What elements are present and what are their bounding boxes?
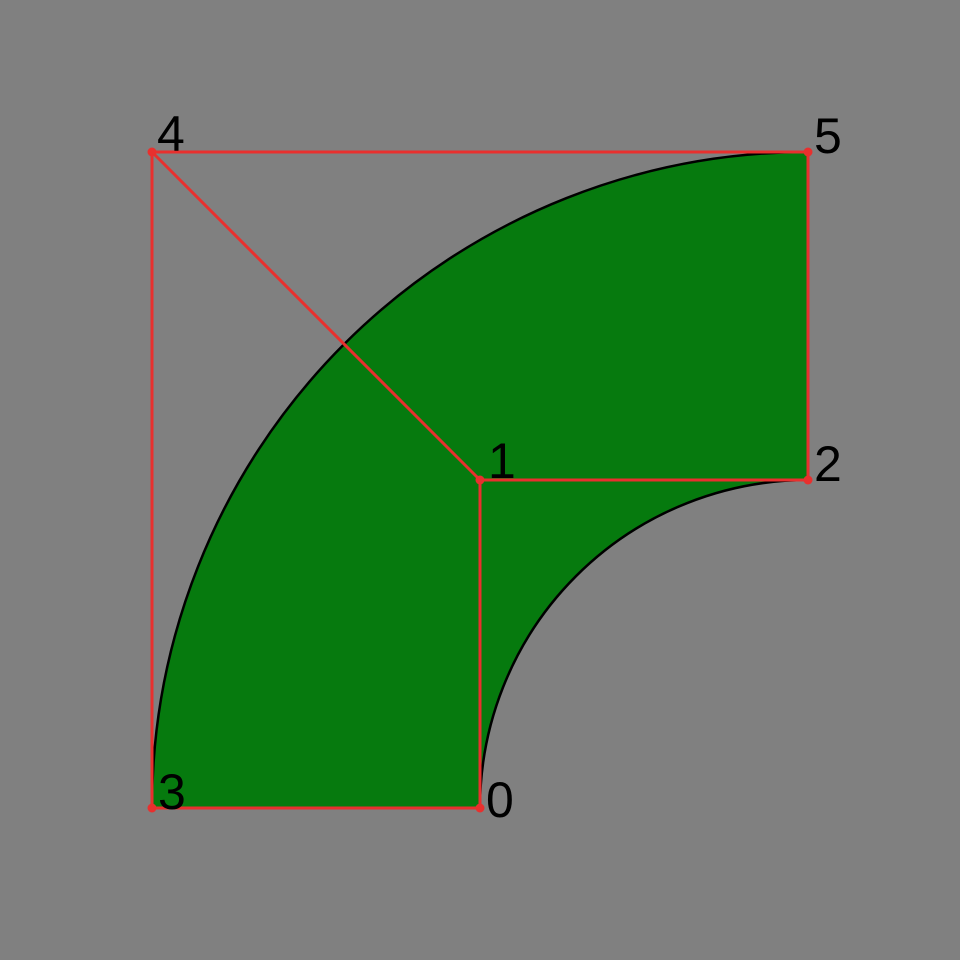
vertex-points	[147, 147, 813, 813]
vertex-label-1: 1	[488, 433, 516, 489]
vertex-point-4	[147, 147, 157, 157]
vertex-label-2: 2	[814, 436, 842, 492]
vertex-labels: 0 1 2 3 4 5	[157, 106, 842, 828]
wireframe-edges	[150, 150, 810, 810]
edge-1-4	[150, 150, 482, 482]
vertex-label-3: 3	[158, 764, 186, 820]
vertex-point-5	[803, 147, 813, 157]
vertex-label-0: 0	[486, 772, 514, 828]
vertex-point-3	[147, 803, 157, 813]
vertex-label-4: 4	[157, 106, 185, 162]
vertex-point-1	[475, 475, 485, 485]
vertex-point-2	[803, 475, 813, 485]
vertex-point-0	[475, 803, 485, 813]
vertex-label-5: 5	[814, 108, 842, 164]
